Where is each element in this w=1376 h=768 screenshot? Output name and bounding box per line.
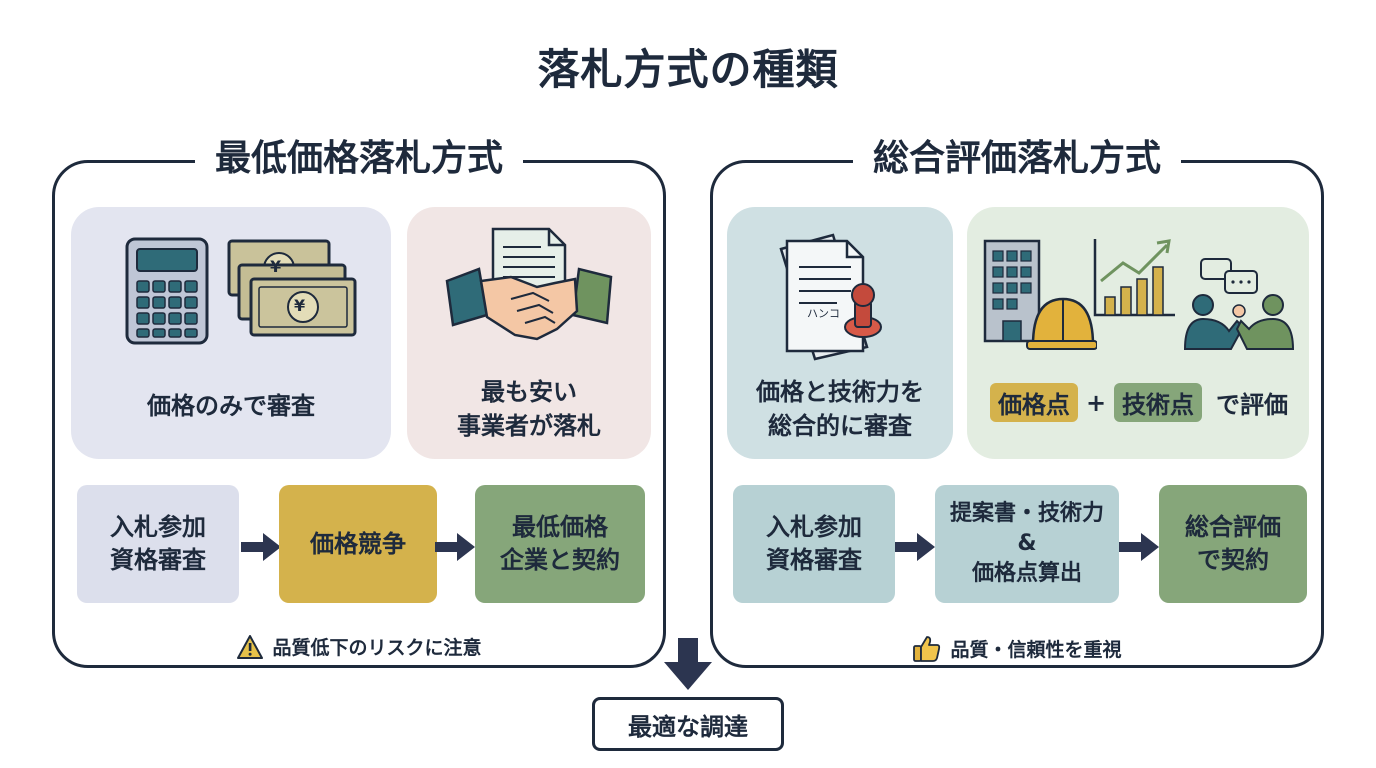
evaluate-text: で評価: [1216, 391, 1289, 419]
score-formula: 価格点 + 技術点 で評価: [967, 383, 1309, 422]
hanko-label: ハンコ: [807, 307, 840, 320]
yen-symbol-back: ¥: [270, 257, 282, 276]
right-flow-proposal: 提案書・技術力&価格点算出: [935, 485, 1119, 603]
comprehensive-panel: 総合評価落札方式 ハンコ 価格と技術力を 総合的に審査: [710, 129, 1324, 668]
plus-sign: +: [1085, 388, 1107, 417]
handshake-document-icon: [445, 227, 613, 341]
right-flow-contract: 総合評価で契約: [1159, 485, 1307, 603]
document-stamp-icon: [779, 233, 882, 361]
price-score-chip: 価格点: [989, 383, 1078, 422]
thumbs-up-icon: [913, 636, 941, 662]
score-eval-card: 価格点 + 技術点 で評価: [967, 207, 1309, 459]
left-note: 品質低下のリスクに注意: [55, 633, 663, 660]
lowest-price-panel: 最低価格落札方式 ¥ ¥ 価格のみで審査: [52, 129, 666, 668]
price-only-text: 価格のみで審査: [147, 392, 315, 420]
right-arrow-icon: [895, 533, 935, 561]
left-flow-contract: 最低価格企業と契約: [475, 485, 645, 603]
overall-review-text-2: 総合的に審査: [768, 412, 912, 440]
lowest-wins-text-1: 最も安い: [481, 378, 577, 406]
right-note: 品質・信頼性を重視: [713, 633, 1321, 663]
left-flow-price-competition: 価格競争: [279, 485, 437, 603]
left-flow-qualification: 入札参加資格審査: [77, 485, 239, 603]
optimal-procurement-box: 最適な調達: [592, 697, 784, 751]
lowest-wins-text-2: 事業者が落札: [457, 412, 601, 440]
right-arrow-icon: [241, 533, 281, 561]
lowest-price-heading: 最低価格落札方式: [194, 129, 524, 181]
calculator-icon: [125, 237, 209, 345]
lowest-wins-card: 最も安い 事業者が落札: [407, 207, 651, 459]
right-arrow-icon: [1119, 533, 1159, 561]
overall-review-text-1: 価格と技術力を: [756, 378, 924, 406]
page-title: 落札方式の種類: [537, 45, 839, 94]
tech-score-chip: 技術点: [1114, 383, 1203, 422]
price-only-card: ¥ ¥ 価格のみで審査: [71, 207, 391, 459]
growth-chart-icon: [1093, 239, 1175, 317]
discussion-people-icon: [1183, 258, 1295, 350]
comprehensive-heading: 総合評価落札方式: [852, 129, 1182, 181]
yen-symbol-front: ¥: [294, 296, 306, 315]
warning-icon: [237, 634, 264, 659]
building-helmet-icon: [983, 239, 1097, 350]
right-arrow-icon: [435, 533, 475, 561]
yen-banknote-icon: [227, 239, 357, 337]
right-flow-qualification: 入札参加資格審査: [733, 485, 895, 603]
down-arrow-icon: [664, 638, 712, 690]
overall-review-card: ハンコ 価格と技術力を 総合的に審査: [727, 207, 953, 459]
